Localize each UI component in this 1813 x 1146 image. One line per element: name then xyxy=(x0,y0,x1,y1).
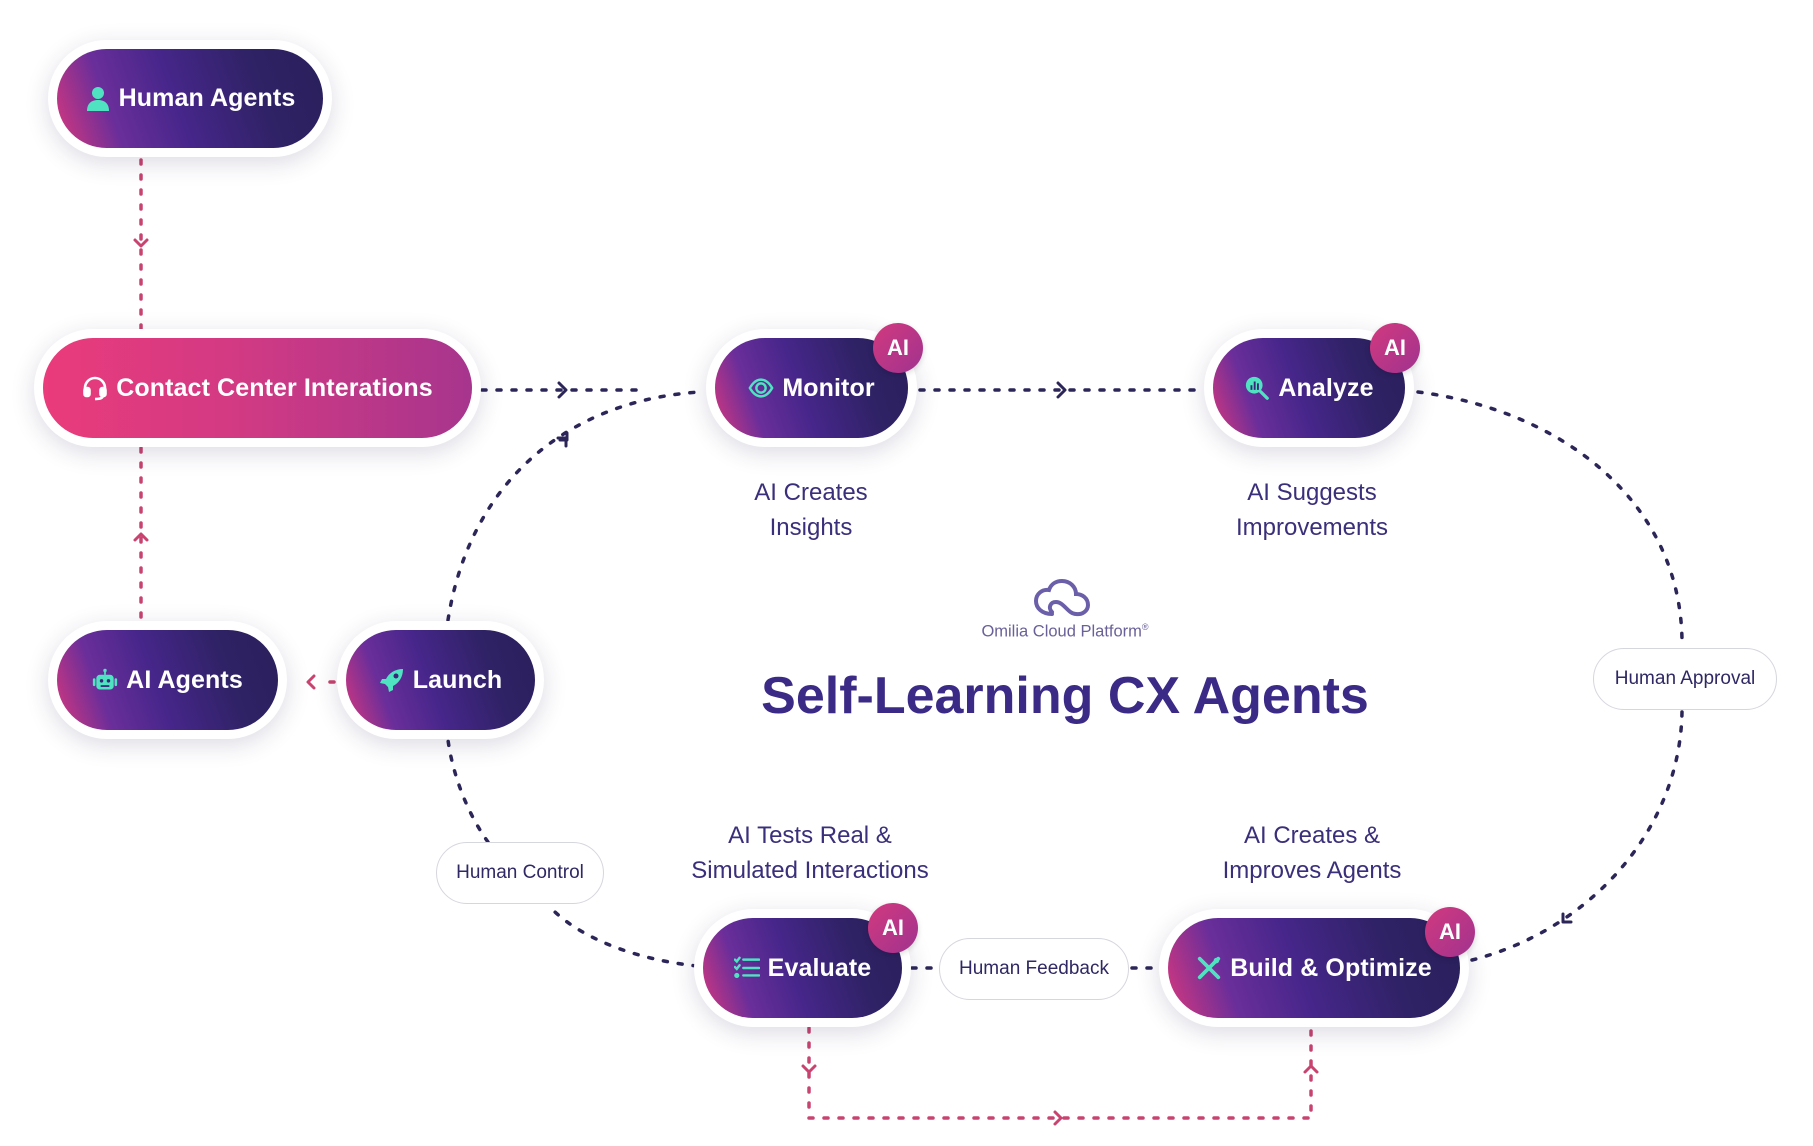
ai-badge: AI xyxy=(1425,907,1475,957)
arrow-corner-icon xyxy=(1561,912,1573,924)
arrow-right-icon xyxy=(1053,1110,1063,1126)
launch-pill: Launch xyxy=(346,630,535,730)
arrow-right-icon xyxy=(557,381,568,399)
caption-monitor: AI Creates Insights xyxy=(754,479,868,541)
node-build-optimize[interactable]: Build & Optimize xyxy=(1159,909,1469,1027)
arrow-down-icon xyxy=(133,238,149,248)
brand-name: Omilia Cloud Platform xyxy=(981,622,1142,641)
build-optimize-pill: Build & Optimize xyxy=(1168,918,1460,1018)
node-label: Human Agents xyxy=(118,84,296,112)
node-label: Evaluate xyxy=(767,953,872,982)
arrow-up-icon xyxy=(1303,1064,1319,1074)
diagram-title: Self-Learning CX Agents xyxy=(761,667,1369,725)
tag-human-approval: Human Approval xyxy=(1593,648,1777,710)
caption-build: AI Creates & Improves Agents xyxy=(1222,822,1402,884)
ai-agents-pill: AI Agents xyxy=(57,630,278,730)
line-evaluate-to-build-loop xyxy=(807,1026,1313,1120)
cloud-icon xyxy=(1033,578,1091,617)
eye-icon xyxy=(748,375,774,401)
human-agents-pill: Human Agents xyxy=(57,49,323,148)
ai-badge: AI xyxy=(873,323,923,373)
brand-text: Omilia Cloud Platform® xyxy=(940,622,1190,642)
line-evaluate-to-control xyxy=(546,903,699,968)
arrow-up-icon xyxy=(133,532,149,542)
arrow-down-icon xyxy=(801,1064,817,1074)
magnify-chart-icon xyxy=(1244,375,1270,401)
tools-icon xyxy=(1196,955,1222,981)
node-label: Build & Optimize xyxy=(1230,953,1432,982)
arrow-right-icon xyxy=(1056,381,1067,399)
line-analyze-to-approval xyxy=(1416,390,1684,642)
line-launch-to-monitor xyxy=(446,390,702,622)
headset-icon xyxy=(82,375,108,401)
node-ai-agents[interactable]: AI Agents xyxy=(48,621,287,739)
node-label: Monitor xyxy=(782,373,875,402)
arrow-corner-icon xyxy=(556,436,568,448)
person-icon xyxy=(85,86,111,112)
line-control-to-launch xyxy=(446,738,490,844)
ai-badge: AI xyxy=(868,903,918,953)
rocket-icon xyxy=(379,667,405,693)
arrow-left-icon xyxy=(306,674,316,690)
node-human-agents[interactable]: Human Agents xyxy=(48,40,332,157)
node-launch[interactable]: Launch xyxy=(337,621,544,739)
node-label: Launch xyxy=(412,665,503,694)
ai-badge: AI xyxy=(1370,323,1420,373)
robot-icon xyxy=(92,667,118,693)
tag-human-feedback: Human Feedback xyxy=(939,938,1129,1000)
caption-analyze: AI Suggests Improvements xyxy=(1235,479,1389,541)
node-label: Analyze xyxy=(1278,373,1374,402)
contact-center-pill: Contact Center Interations xyxy=(43,338,472,438)
node-contact-center[interactable]: Contact Center Interations xyxy=(34,329,481,447)
brand-mark: ® xyxy=(1141,622,1149,632)
tag-human-control: Human Control xyxy=(436,842,604,904)
caption-evaluate: AI Tests Real & Simulated Interactions xyxy=(691,822,929,884)
line-approval-to-build xyxy=(1470,710,1684,962)
checklist-icon xyxy=(733,955,760,981)
node-label: AI Agents xyxy=(126,665,243,694)
node-label: Contact Center Interations xyxy=(116,373,433,402)
